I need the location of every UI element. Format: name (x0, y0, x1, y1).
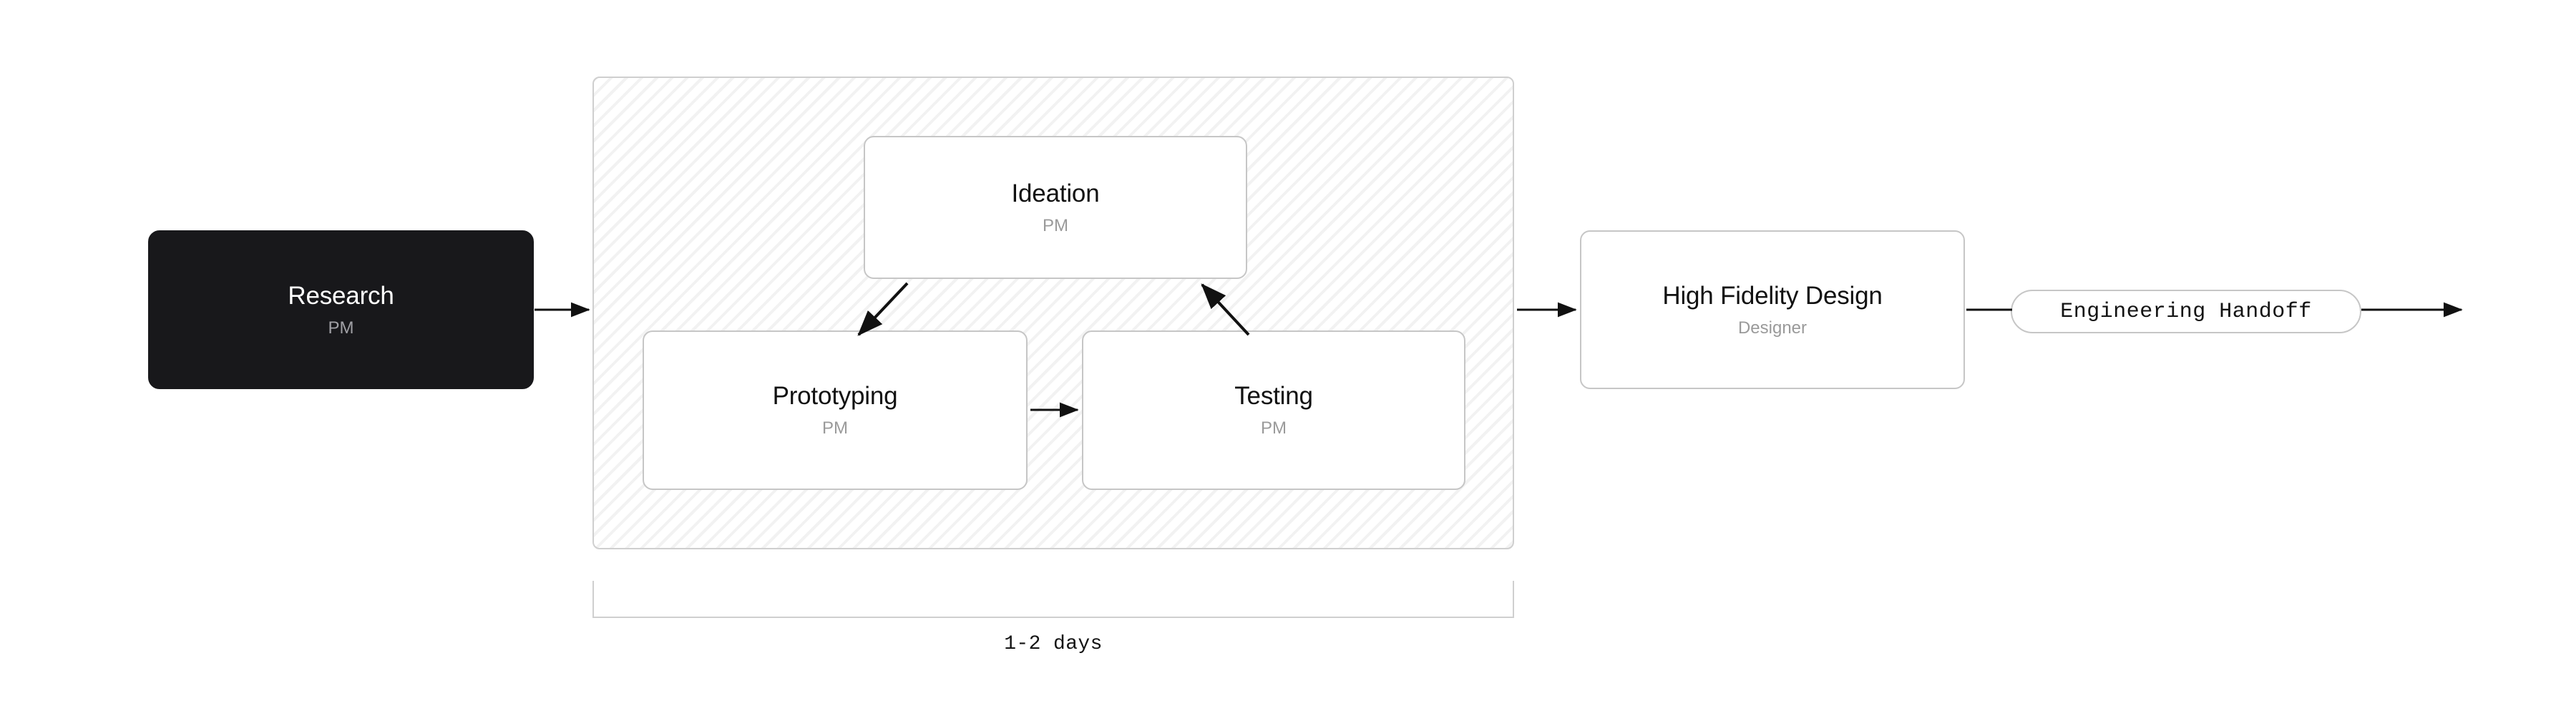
node-engineering-handoff[interactable]: Engineering Handoff (2011, 290, 2361, 333)
node-testing-subtitle: PM (1261, 418, 1287, 438)
node-ideation-subtitle: PM (1043, 215, 1068, 235)
node-ideation-title: Ideation (1011, 179, 1100, 207)
node-research-subtitle: PM (328, 318, 354, 338)
node-ideation[interactable]: Ideation PM (864, 136, 1247, 279)
duration-bracket (592, 581, 1514, 618)
node-prototyping[interactable]: Prototyping PM (643, 330, 1028, 490)
node-high-fidelity-design[interactable]: High Fidelity Design Designer (1580, 230, 1965, 389)
node-high-fidelity-design-subtitle: Designer (1737, 318, 1807, 338)
node-testing[interactable]: Testing PM (1082, 330, 1465, 490)
node-research-title: Research (288, 281, 394, 310)
node-engineering-handoff-label: Engineering Handoff (2060, 299, 2312, 324)
duration-label: 1-2 days (1004, 633, 1103, 655)
node-high-fidelity-design-title: High Fidelity Design (1662, 281, 1883, 310)
node-research[interactable]: Research PM (148, 230, 534, 389)
node-prototyping-subtitle: PM (822, 418, 848, 438)
node-prototyping-title: Prototyping (772, 382, 898, 411)
node-testing-title: Testing (1234, 382, 1313, 411)
